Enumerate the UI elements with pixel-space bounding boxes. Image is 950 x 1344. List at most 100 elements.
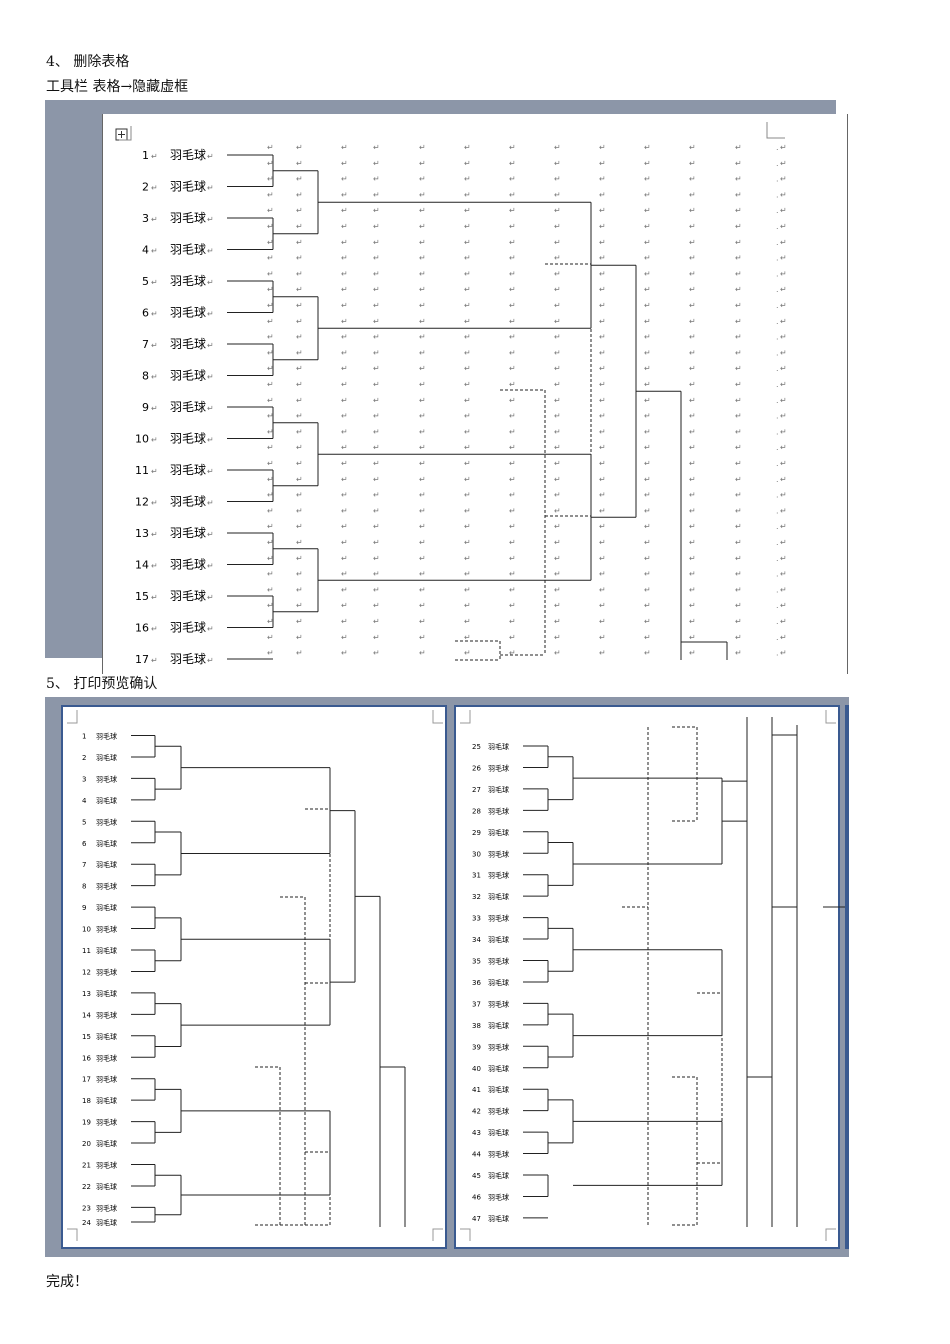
paragraph-mark: . [776,222,779,231]
paragraph-mark: ↵ [296,333,303,342]
item-label: 羽毛球 [488,1150,509,1159]
paragraph-mark: ↵ [151,593,158,602]
paragraph-mark: ↵ [689,459,696,468]
paragraph-mark: ↵ [509,254,516,263]
paragraph-mark: ↵ [735,317,742,326]
paragraph-mark: ↵ [296,380,303,389]
paragraph-mark: ↵ [341,380,348,389]
paragraph-mark: ↵ [735,380,742,389]
paragraph-mark: ↵ [599,143,606,152]
paragraph-mark: ↵ [296,269,303,278]
paragraph-mark: ↵ [554,348,561,357]
paragraph-mark: ↵ [267,554,274,563]
paragraph-mark: ↵ [151,499,158,508]
paragraph-mark: ↵ [554,175,561,184]
paragraph-mark: ↵ [509,190,516,199]
item-label: 羽毛球 [96,1182,117,1191]
paragraph-mark: ↵ [780,364,787,373]
paragraph-mark: ↵ [599,554,606,563]
paragraph-mark: ↵ [780,475,787,484]
paragraph-mark: ↵ [373,301,380,310]
paragraph-mark: ↵ [296,443,303,452]
row-number: 28 [472,807,481,815]
paragraph-mark: ↵ [267,475,274,484]
item-label: 羽毛球 [488,806,509,815]
item-label: 羽毛球 [488,763,509,772]
paragraph-mark: ↵ [267,522,274,531]
paragraph-mark: ↵ [644,238,651,247]
paragraph-mark: ↵ [689,222,696,231]
paragraph-mark: ↵ [341,538,348,547]
item-label: 羽毛球 [96,1118,117,1127]
preview-page-2 [454,705,840,1249]
paragraph-mark: ↵ [509,427,516,436]
paragraph-mark: ↵ [599,491,606,500]
paragraph-mark: ↵ [373,159,380,168]
paragraph-mark: ↵ [554,475,561,484]
paragraph-mark: ↵ [780,238,787,247]
paragraph-mark: ↵ [207,625,214,634]
paragraph-mark: ↵ [689,301,696,310]
paragraph-mark: ↵ [373,522,380,531]
row-number: 5 [82,818,86,826]
paragraph-mark: ↵ [644,601,651,610]
paragraph-mark: ↵ [554,143,561,152]
paragraph-mark: ↵ [151,184,158,193]
item-label: 羽毛球 [96,1075,117,1084]
paragraph-mark: ↵ [464,190,471,199]
paragraph-mark: ↵ [373,570,380,579]
paragraph-mark: ↵ [780,190,787,199]
item-label: 羽毛球 [96,989,117,998]
paragraph-mark: ↵ [267,238,274,247]
paragraph-mark: ↵ [419,475,426,484]
paragraph-mark: ↵ [341,333,348,342]
paragraph-mark: ↵ [599,443,606,452]
paragraph-mark: ↵ [207,467,214,476]
paragraph-mark: ↵ [780,506,787,515]
paragraph-mark: ↵ [509,554,516,563]
row-number: 17 [82,1076,91,1084]
item-label: 羽毛球 [170,432,206,446]
paragraph-mark: ↵ [644,396,651,405]
item-label: 羽毛球 [170,495,206,509]
paragraph-mark: ↵ [509,285,516,294]
paragraph-mark: ↵ [267,206,274,215]
paragraph-mark: ↵ [464,506,471,515]
paragraph-mark: ↵ [599,506,606,515]
paragraph-mark: ↵ [735,475,742,484]
paragraph-mark: ↵ [644,285,651,294]
paragraph-mark: ↵ [373,285,380,294]
paragraph-mark: ↵ [509,538,516,547]
paragraph-mark: ↵ [689,348,696,357]
paragraph-mark: ↵ [509,317,516,326]
paragraph-mark: ↵ [373,538,380,547]
paragraph-mark: ↵ [341,254,348,263]
paragraph-mark: . [776,317,779,326]
paragraph-mark: ↵ [267,285,274,294]
paragraph-mark: ↵ [780,459,787,468]
row-number: 21 [82,1162,91,1170]
paragraph-mark: ↵ [689,538,696,547]
paragraph-mark: ↵ [599,633,606,642]
paragraph-mark: ↵ [207,404,214,413]
row-number: 32 [472,893,481,901]
paragraph-mark: ↵ [464,491,471,500]
paragraph-mark: ↵ [341,206,348,215]
item-label: 羽毛球 [170,526,206,540]
row-number: 6 [142,307,149,320]
paragraph-mark: ↵ [554,190,561,199]
paragraph-mark: ↵ [419,254,426,263]
paragraph-mark: ↵ [267,412,274,421]
paragraph-mark: ↵ [735,206,742,215]
paragraph-mark: ↵ [419,238,426,247]
paragraph-mark: ↵ [780,554,787,563]
paragraph-mark: ↵ [296,617,303,626]
step5-heading: 5、 打印预览确认 [46,676,158,692]
paragraph-mark: ↵ [689,380,696,389]
paragraph-mark: ↵ [735,143,742,152]
row-number: 26 [472,764,481,772]
paragraph-mark: ↵ [509,443,516,452]
item-label: 羽毛球 [170,463,206,477]
item-label: 羽毛球 [170,306,206,320]
